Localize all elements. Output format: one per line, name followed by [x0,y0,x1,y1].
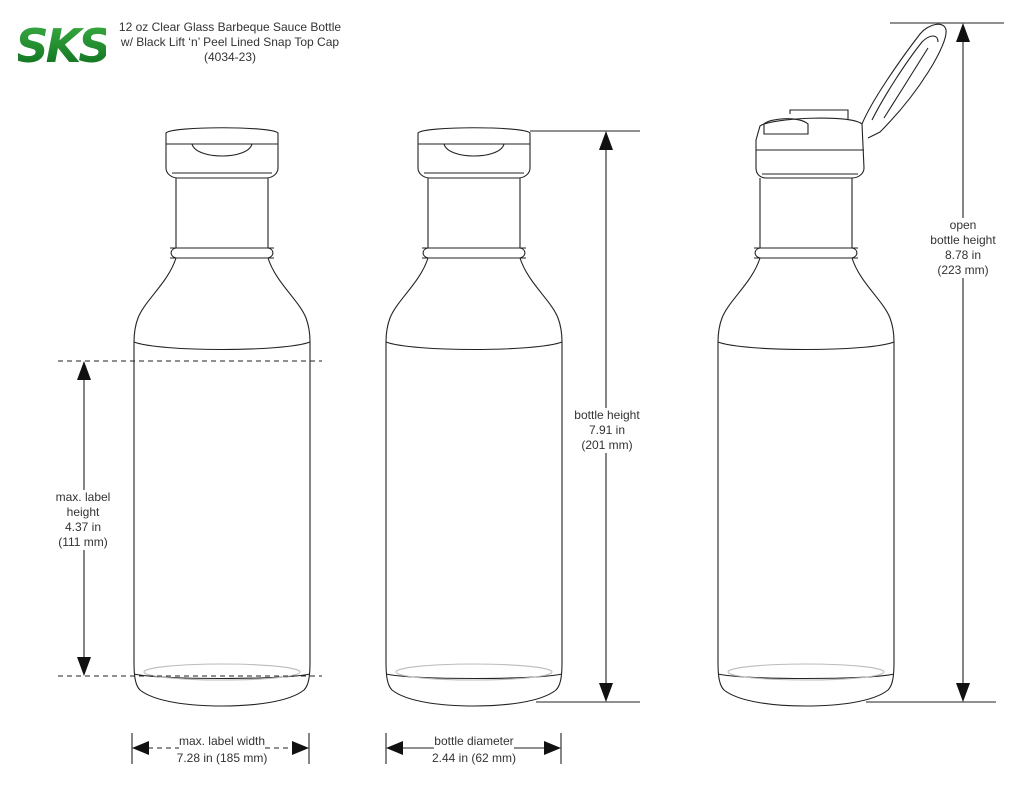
bottle-height-text: bottle height 7.91 in (201 mm) [568,408,646,453]
open-height-text: open bottle height 8.78 in (223 mm) [924,218,1002,278]
bottle-closed-middle [385,127,563,707]
title-block: 12 oz Clear Glass Barbeque Sauce Bottle … [110,20,350,65]
open-flip-cap [755,23,947,179]
bottle-closed-left [133,127,311,707]
bottle-open-right [717,177,895,707]
title-line-2: w/ Black Lift ‘n’ Peel Lined Snap Top Ca… [120,35,340,49]
sks-logo: SKS [18,19,106,70]
title-line-1: 12 oz Clear Glass Barbeque Sauce Bottle [118,20,342,34]
label-width-text: max. label width 7.28 in (185 mm) [176,734,268,765]
logo-text: SKS [18,19,106,70]
title-line-3: (4034-23) [203,50,257,64]
label-height-text: max. label height 4.37 in (111 mm) [50,490,116,550]
bottle-diameter-text: bottle diameter 2.44 in (62 mm) [431,734,517,765]
open-bottle-height-dimension [866,22,1004,703]
